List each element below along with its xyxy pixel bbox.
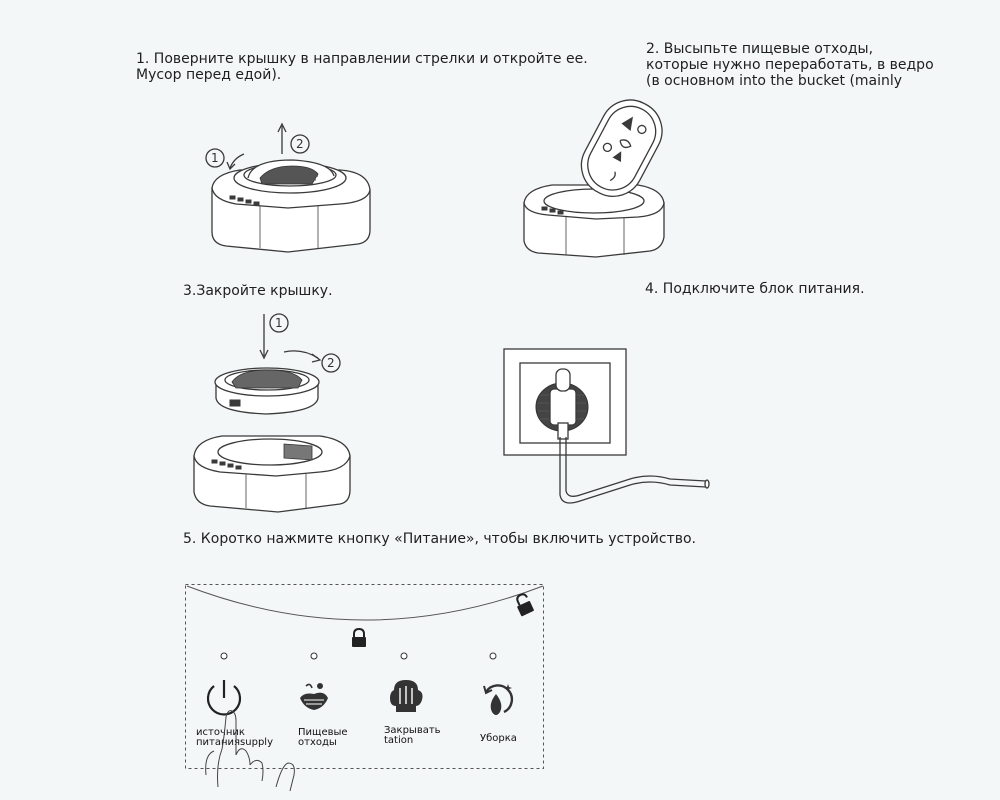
step-5-text: 5. Коротко нажмите кнопку «Питание», что… [183, 531, 696, 547]
step-4-illustration [503, 348, 710, 504]
step-2-illustration [523, 99, 665, 258]
food-waste-button-label: Пищевые отходы [298, 727, 348, 748]
cleaning-button-label: Уборка [480, 733, 517, 744]
step-3-marker-1: 1 [275, 316, 283, 330]
cleaning-icon [483, 684, 514, 715]
step-1-marker-2: 2 [296, 137, 304, 151]
unlock-icon [516, 593, 534, 617]
step-1-marker-1: 1 [211, 151, 219, 165]
power-icon [206, 680, 242, 716]
food-waste-button[interactable]: Пищевые отходы [294, 676, 364, 748]
step-3-illustration: 1 2 [193, 313, 351, 513]
lid-close-button-label: Закрывать tation [384, 725, 441, 746]
step-3-marker-2: 2 [327, 356, 335, 370]
power-button-label: источник питанияsupply [196, 727, 273, 748]
step-4-text: 4. Подключите блок питания. [645, 281, 865, 297]
lock-icon [352, 627, 366, 647]
step-1-illustration: 2 1 [205, 122, 371, 253]
cleaning-button[interactable]: Уборка [476, 676, 546, 746]
hand-icon [205, 710, 295, 792]
lid-close-icon [390, 680, 423, 712]
step-1-text: 1. Поверните крышку в направлении стрелк… [136, 51, 588, 83]
step-3-text: 3.Закройте крышку. [183, 283, 333, 299]
lid-close-button[interactable]: Закрывать tation [383, 676, 453, 746]
power-button[interactable]: источник питанияsupply [196, 676, 276, 748]
step-2-text: 2. Высыпьте пищевые отходы, которые нужн… [646, 41, 934, 89]
control-panel-outline [185, 584, 544, 769]
food-waste-icon [300, 683, 328, 710]
